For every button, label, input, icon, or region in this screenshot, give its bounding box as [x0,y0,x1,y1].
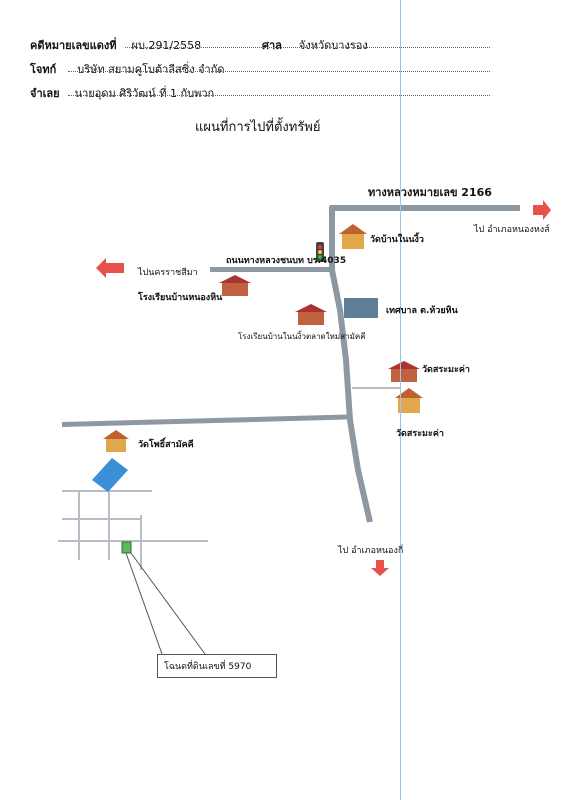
defendant-value: นายอุดม ศิริวัฒน์ ที่ 1 กับพวก [74,87,215,100]
side-road [352,387,400,389]
scan-guide-line [400,0,401,800]
plaintiff-value: บริษัท สยามคูโบต้าลีสซิ่ง จำกัด [77,63,225,76]
callout-leader [130,552,206,655]
rural-road-label: ถนนทางหลวงชนบท บร.4035 [226,256,347,266]
municipality-label: เทศบาล ต.ห้วยหิน [386,306,458,316]
court-line: ศาล จังหวัดบางรอง [262,36,368,54]
dotted-line [68,71,490,72]
map-title: แผนที่การไปที่ตั้งทรัพย์ [195,120,321,135]
local-road [58,540,208,542]
callout-leader [125,552,163,655]
dotted-line [125,47,490,48]
dotted-line [68,95,490,96]
plaintiff-label: โจทก์ [30,63,57,76]
local-road [62,518,142,520]
rural-road-4035 [210,267,332,272]
to-nakhon-label: ไปนครราชสีมา [138,268,198,278]
school-icon [295,304,327,325]
arrow-left-icon [96,258,124,278]
court-label: ศาล [262,39,282,52]
temple-icon [395,388,423,413]
main-road [329,206,373,523]
arrow-down-icon [371,560,389,576]
temple-icon [103,430,129,452]
land-parcel-marker [121,541,132,554]
case-number-line: คดีหมายเลขแดงที่ ผบ.291/2558 [30,36,201,54]
school-icon [388,361,420,382]
title-deed-callout: โฉนดที่ดินเลขที่ 5970 [157,654,277,678]
court-value: จังหวัดบางรอง [298,39,368,52]
wat-sra-makham-1-label: วัดสระมะค่า [422,365,470,375]
local-road [140,515,142,570]
highway-2166-road [330,205,520,211]
school-2-label: โรงเรียนบ้านในนงิ้วตลาดใหม่สามัคคี [238,332,366,341]
local-road [78,490,80,560]
school-icon [219,275,251,296]
pond-icon [92,458,128,492]
case-number-value: ผบ.291/2558 [131,39,202,52]
wat-sra-makham-2-label: วัดสระมะค่า [396,429,444,439]
wat-pho-samakkhi-label: วัดโพธิ์สามัคคี [138,440,194,450]
wat-ban-nong-ngio-label: วัดบ้านในนงิ้ว [370,235,424,245]
school-1-label: โรงเรียนบ้านหนองหิน [138,293,223,303]
to-nongkhi-label: ไป อำเภอหนองกี่ [338,546,404,556]
municipality-building-icon [344,298,378,318]
case-number-label: คดีหมายเลขแดงที่ [30,39,117,52]
arrow-right-icon [533,200,551,220]
local-road [108,490,110,560]
defendant-line: จำเลย นายอุดม ศิริวัฒน์ ที่ 1 กับพวก [30,84,214,102]
plaintiff-line: โจทก์ บริษัท สยามคูโบต้าลีสซิ่ง จำกัด [30,60,225,78]
defendant-label: จำเลย [30,87,60,100]
to-nonghong-label: ไป อำเภอหนองหงส์ [474,225,550,235]
temple-icon [339,224,367,249]
highway-label: ทางหลวงหมายเลข 2166 [368,186,492,199]
